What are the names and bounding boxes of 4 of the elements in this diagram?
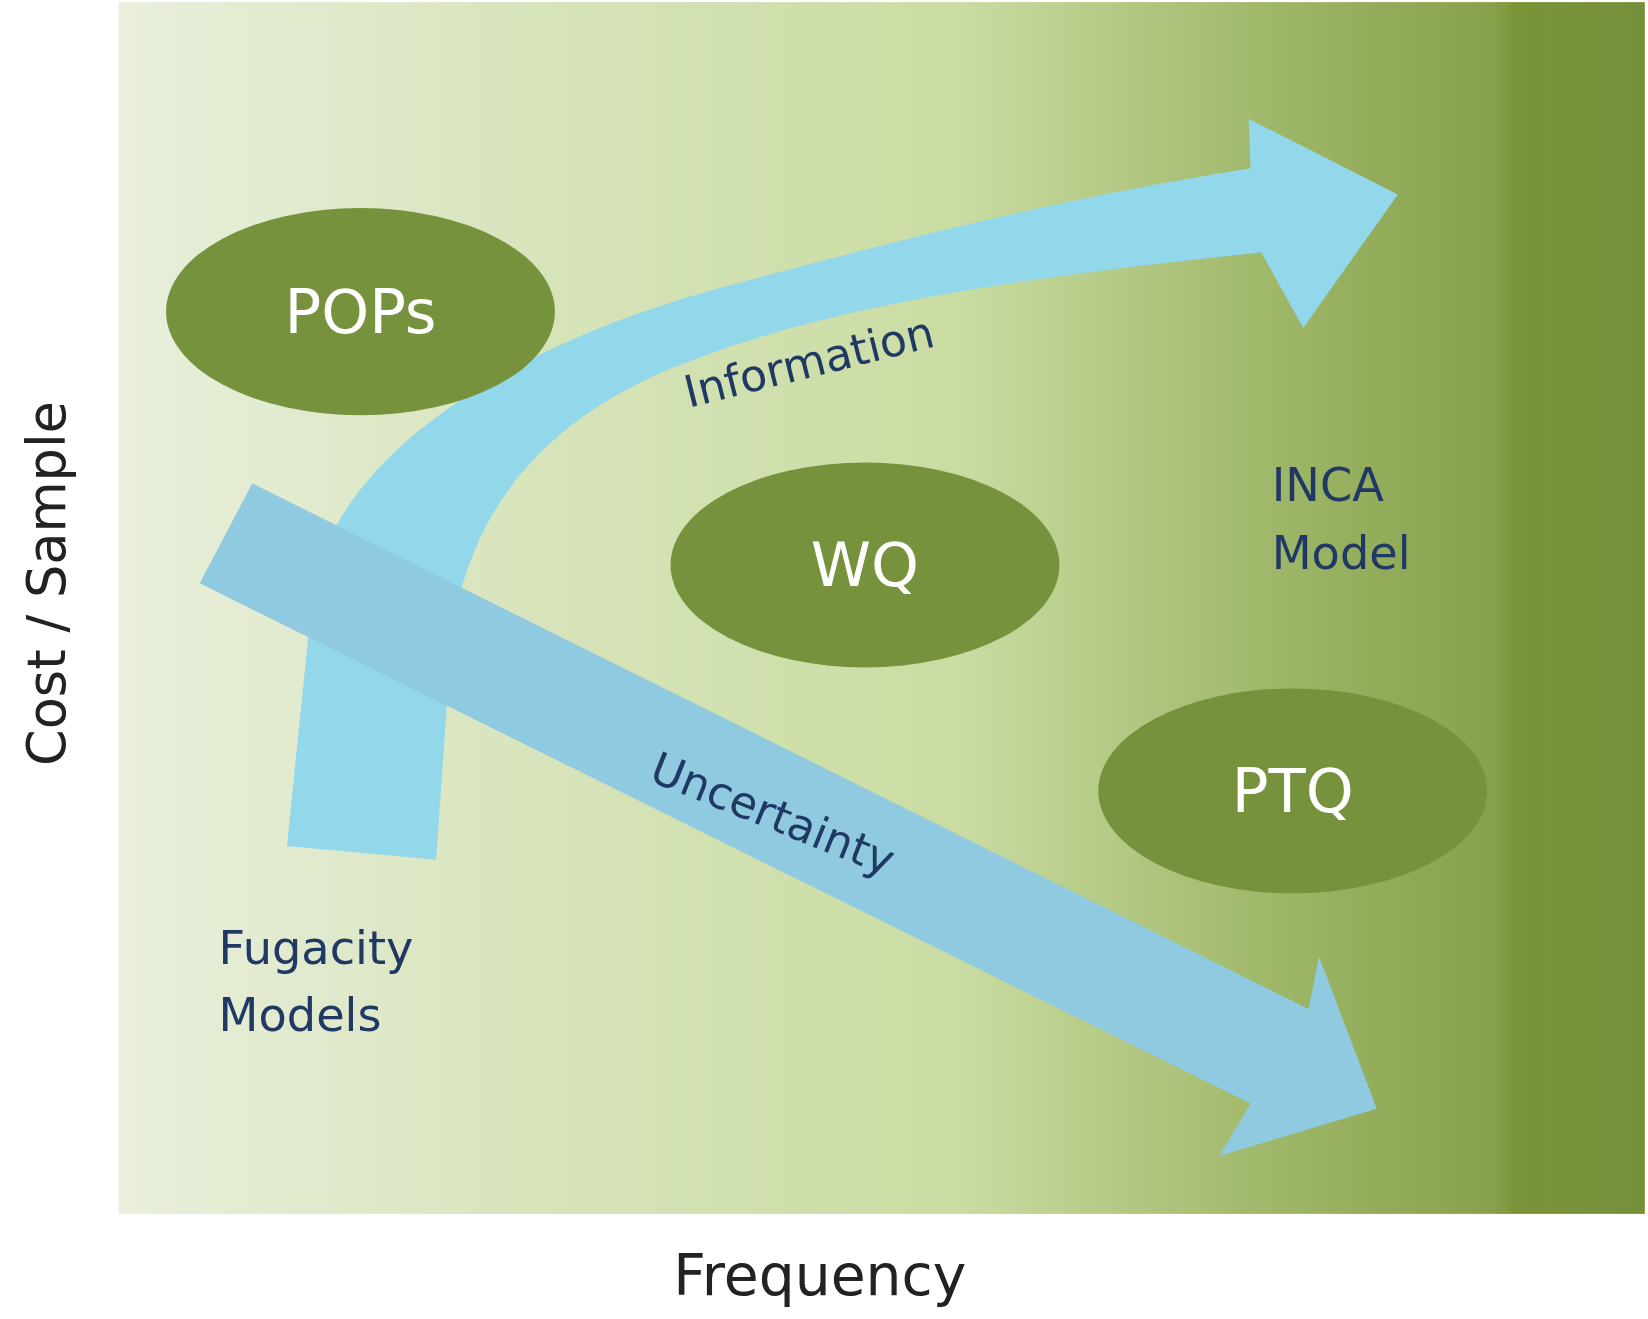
axis-title: Frequency bbox=[672, 1241, 968, 1311]
axis-title: Cost / Sample bbox=[15, 400, 79, 769]
model-label: INCA Model bbox=[1271, 457, 1412, 581]
model-label: Fugacity Models bbox=[218, 919, 415, 1044]
